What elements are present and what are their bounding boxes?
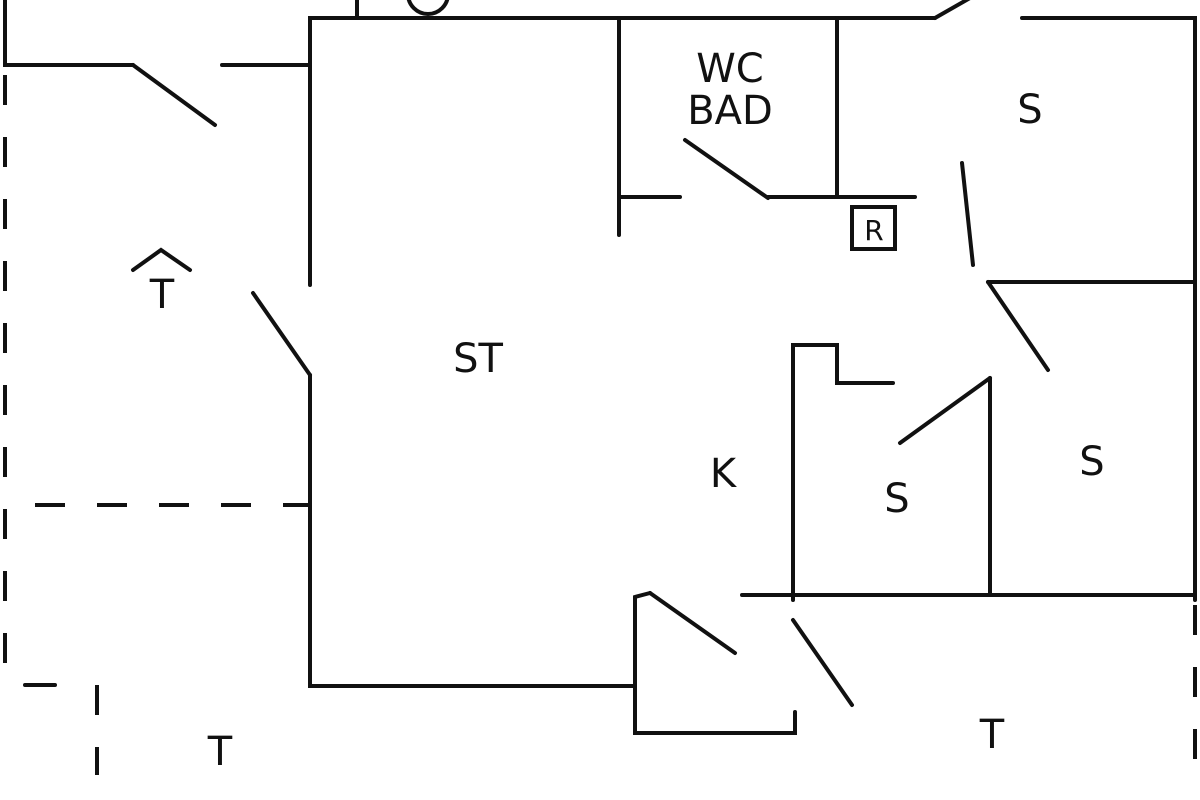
label-wc: WC [696,46,763,92]
wall [791,343,895,602]
symbol-circle [406,0,450,16]
label-bedroom-top: S [1017,87,1042,133]
doors [131,0,1050,707]
door-swing [648,591,737,655]
wall [633,591,797,735]
room-r-box [850,205,897,251]
label-bedroom-mid: S [884,476,909,522]
dashed-boundaries [3,75,1197,775]
door-swing [683,138,770,200]
door-swing [986,280,1050,372]
wall [617,16,682,237]
roof-chevron-icon [131,247,192,272]
door-swing [131,63,217,127]
wall [1020,16,1197,602]
door-swing [251,291,312,377]
label-bedroom-right: S [1079,439,1104,485]
door-swing [898,376,992,445]
label-terrace-right: T [979,712,1005,758]
label-terrace-upper: T [149,272,175,318]
label-room-r: R [864,214,883,247]
wall [3,0,135,67]
walls [3,0,1197,735]
wall [740,376,1197,597]
label-terrace-left: T [207,729,233,775]
door-swing [933,0,971,20]
label-living: ST [453,336,503,382]
label-bath: BAD [687,88,773,134]
door-swing [960,161,975,267]
wall [766,16,917,199]
wall [308,16,937,287]
door-swing [791,618,854,707]
label-kitchen: K [710,451,738,497]
wall [308,373,637,688]
